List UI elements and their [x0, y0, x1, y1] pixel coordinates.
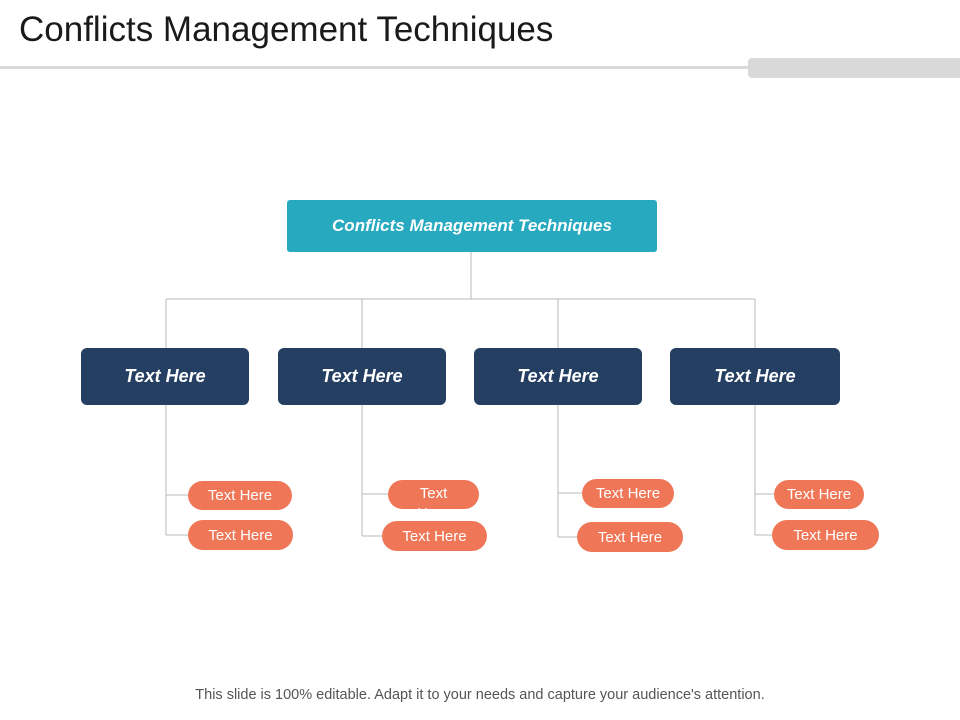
leaf-node-3-2: Text Here [577, 522, 683, 552]
leaf-node-4-2: Text Here [772, 520, 879, 550]
slide-title: Conflicts Management Techniques [19, 10, 554, 49]
footer-note: This slide is 100% editable. Adapt it to… [195, 687, 765, 703]
root-node: Conflicts Management Techniques [287, 200, 657, 252]
branch-node-3: Text Here [474, 348, 642, 405]
leaf-node-2-1: Text Here [388, 480, 479, 509]
title-divider [0, 66, 960, 69]
branch-node-1: Text Here [81, 348, 249, 405]
leaf-node-3-1: Text Here [582, 479, 674, 508]
branch-node-4: Text Here [670, 348, 840, 405]
title-accent-bar [748, 58, 960, 78]
leaf-node-4-1: Text Here [774, 480, 864, 509]
branch-node-2: Text Here [278, 348, 446, 405]
leaf-node-1-2: Text Here [188, 520, 293, 550]
leaf-node-1-1: Text Here [188, 481, 292, 510]
leaf-node-2-2: Text Here [382, 521, 487, 551]
